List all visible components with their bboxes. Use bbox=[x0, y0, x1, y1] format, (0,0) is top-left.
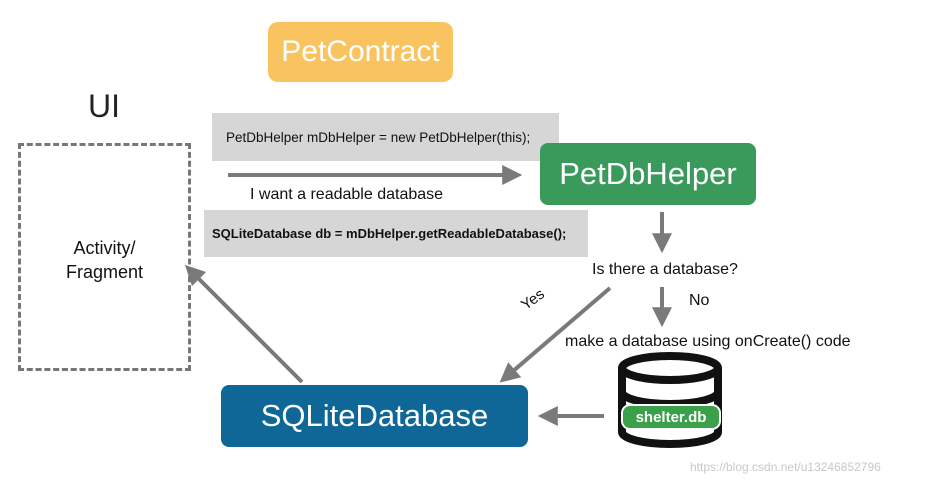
ui-title: UI bbox=[88, 88, 120, 124]
get-readable-code: SQLiteDatabase db = mDbHelper.getReadabl… bbox=[204, 210, 588, 257]
activity-label-line2: Fragment bbox=[65, 262, 144, 282]
shelter-db-label: shelter.db bbox=[635, 408, 707, 426]
question-label: Is there a database? bbox=[592, 261, 738, 278]
database-icon bbox=[618, 352, 722, 448]
make-database-label: make a database using onCreate() code bbox=[565, 333, 851, 350]
constructor-code: PetDbHelper mDbHelper = new PetDbHelper(… bbox=[212, 113, 559, 161]
pet-db-helper-box: PetDbHelper bbox=[540, 143, 756, 205]
pet-contract-box: PetContract bbox=[268, 22, 453, 82]
activity-fragment-label: Activity/ Fragment bbox=[18, 236, 191, 284]
arrow-sqlite-to-activity bbox=[184, 264, 304, 384]
no-label: No bbox=[689, 292, 710, 309]
sqlite-database-box: SQLiteDatabase bbox=[221, 385, 528, 447]
arrow-yes-to-sqlite bbox=[499, 286, 612, 383]
activity-fragment-box bbox=[18, 143, 191, 371]
readable-request-label: I want a readable database bbox=[250, 186, 444, 203]
activity-label-line1: Activity/ bbox=[73, 238, 136, 258]
watermark: https://blog.csdn.net/u13246852796 bbox=[690, 460, 881, 474]
